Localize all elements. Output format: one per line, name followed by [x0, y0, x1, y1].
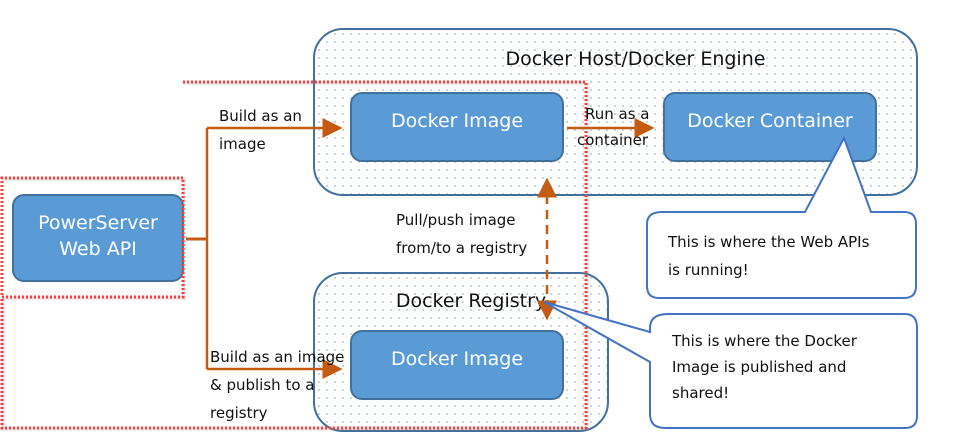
callout-registry-line1: This is where the Docker [672, 332, 857, 350]
build-image-label: Build as an image [219, 104, 302, 156]
callout-registry-line2: Image is published and [672, 358, 847, 376]
callout-registry-line3: shared! [672, 384, 730, 402]
powerserver-label-line1: PowerServer [38, 212, 158, 234]
callout-web-api-bubble [646, 135, 917, 299]
powerserver-label-line2: Web API [59, 238, 137, 260]
pull-push-label-line2: from/to a registry [396, 239, 528, 257]
build-publish-label-line1: Build as an image [210, 348, 345, 366]
highlight-region-outline-left [0, 176, 183, 297]
docker-image-registry-label: Docker Image [390, 348, 524, 370]
pull-push-label: Pull/push image from/to a registry [396, 206, 527, 262]
docker-image-registry-node[interactable]: Docker Image [350, 330, 564, 400]
pull-push-label-line1: Pull/push image [396, 211, 516, 229]
build-image-label-line1: Build as an [219, 107, 302, 125]
docker-image-host-label: Docker Image [390, 110, 524, 132]
run-container-label-line1: Run as a [585, 105, 650, 123]
callout-web-api-text: This is where the Web APIs is running! [668, 228, 869, 284]
callout-registry-text: This is where the Docker Image is publis… [672, 328, 857, 406]
build-publish-label-line3: registry [210, 404, 268, 422]
docker-container-label: Docker Container [687, 110, 853, 132]
callout-web-api-line2: is running! [668, 261, 749, 279]
build-publish-label-line2: & publish to a [210, 376, 315, 394]
run-container-label: Run as a container [577, 101, 650, 153]
powerserver-web-api-node[interactable]: PowerServer Web API [12, 194, 184, 282]
callout-registry-bubble [543, 301, 918, 429]
docker-host-title: Docker Host/Docker Engine [505, 48, 766, 70]
build-image-label-line2: image [219, 135, 266, 153]
run-container-label-line2: container [577, 131, 649, 149]
build-publish-label: Build as an image & publish to a registr… [210, 343, 344, 427]
docker-registry-title: Docker Registry [395, 290, 547, 312]
highlight-region-outline [0, 80, 588, 430]
callout-web-api-line1: This is where the Web APIs [668, 233, 870, 251]
docker-image-host-node[interactable]: Docker Image [350, 92, 564, 162]
